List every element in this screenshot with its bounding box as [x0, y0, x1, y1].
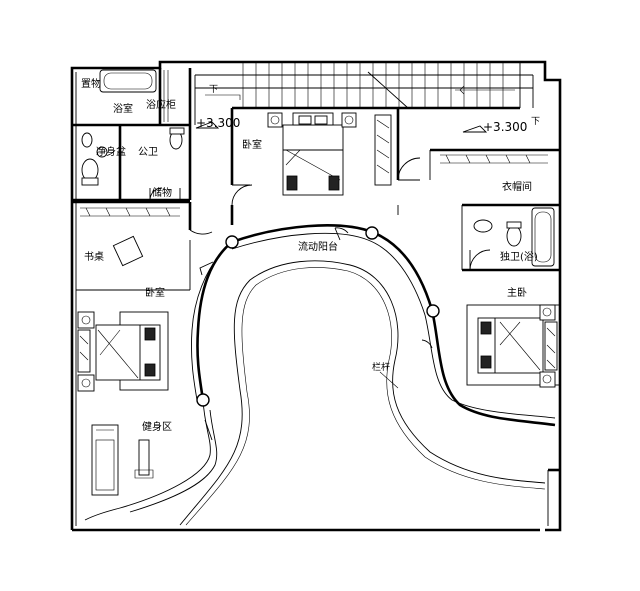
room-labels: 置物 浴室 浴应柜 净身盆 公卫 储物 +3.300 +3.300 下 下 卧室…: [81, 77, 540, 433]
gym-equipment: [91, 424, 154, 496]
label-railing: 栏杆: [372, 361, 390, 373]
study-chair: [112, 235, 144, 267]
treadmill: [91, 424, 119, 496]
label-wash-basin: 净身盆: [96, 145, 126, 158]
label-down-left: 下: [209, 85, 218, 95]
pillar: [196, 393, 210, 407]
flow-terrace: [84, 224, 556, 526]
bidet: [81, 132, 93, 148]
label-bath-cabinet: 浴应柜: [146, 98, 176, 111]
bathroom-block: [72, 68, 192, 202]
label-bath: 浴室: [113, 102, 133, 115]
left-bedroom: [72, 200, 213, 392]
label-flow-terrace: 流动阳台: [298, 240, 338, 253]
ensuite-toilet: [506, 225, 522, 247]
pillar: [365, 226, 379, 240]
bench: [138, 439, 150, 476]
bathtub: [99, 69, 157, 93]
label-master-bedroom: 主卧: [507, 286, 527, 299]
label-wardrobe: 衣帽间: [502, 180, 532, 193]
label-storage-top: 置物: [81, 77, 101, 90]
pillar: [426, 304, 440, 318]
label-study-desk: 书桌: [84, 250, 104, 263]
label-level-left: +3.300: [196, 116, 240, 130]
ensuite-bathtub: [531, 207, 555, 267]
pillar: [225, 235, 239, 249]
master-bedroom: [466, 304, 561, 388]
top-bedroom: [230, 108, 400, 225]
label-level-right: +3.300: [483, 120, 527, 134]
label-bedroom-left: 卧室: [145, 286, 165, 299]
label-bedroom-top: 卧室: [242, 138, 262, 151]
label-public-wc: 公卫: [138, 147, 158, 158]
label-ensuite-bath: 独卫(浴): [500, 250, 538, 263]
railing: [179, 260, 546, 526]
label-gym: 健身区: [142, 420, 172, 433]
label-storage: 储物: [152, 186, 172, 199]
stair-corridor: [194, 62, 534, 133]
label-down-right: 下: [531, 117, 540, 127]
basin: [96, 146, 108, 158]
wardrobe-ensuite: [397, 148, 560, 272]
ensuite-basin: [473, 219, 493, 233]
